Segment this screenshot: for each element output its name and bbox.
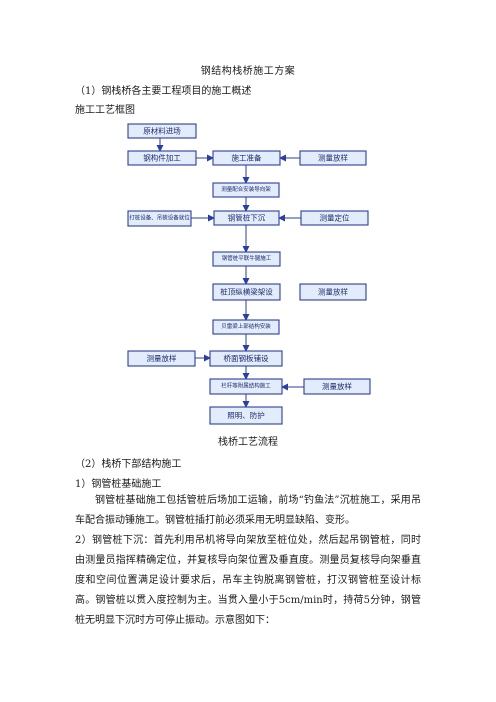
step-survey-stakeout-4: 测量放样 xyxy=(303,378,371,395)
svg-text:测量配合安装导向架: 测量配合安装导向架 xyxy=(221,185,271,193)
step-construction-prep: 施工准备 xyxy=(212,150,281,166)
step-guide-frame: 测量配合安装导向架 xyxy=(212,182,280,198)
step-lighting: 照明、防护 xyxy=(209,406,283,425)
flow-label: 施工工艺框图 xyxy=(75,105,135,116)
sub-heading-1: 1）钢管桩基础施工 xyxy=(75,479,162,490)
svg-text:测量放样: 测量放样 xyxy=(318,153,348,163)
svg-text:原材料进场: 原材料进场 xyxy=(143,126,181,136)
section-heading-1: （1）钢栈桥各主要工程项目的施工概述 xyxy=(75,86,252,97)
flow-caption: 栈桥工艺流程 xyxy=(218,437,278,448)
svg-text:测量放样: 测量放样 xyxy=(147,353,177,363)
step-deck-plate: 桥面钢板铺设 xyxy=(209,350,283,367)
svg-text:栏杆等附属结构施工: 栏杆等附属结构施工 xyxy=(221,382,271,390)
step-pile-equipment: 打桩设备、吊装设备就位 xyxy=(127,210,192,227)
step-survey-positioning: 测量定位 xyxy=(300,210,369,226)
svg-text:打桩设备、吊装设备就位: 打桩设备、吊装设备就位 xyxy=(129,214,190,222)
svg-text:测量定位: 测量定位 xyxy=(320,213,350,223)
svg-text:钢管桩平联牛腿施工: 钢管桩平联牛腿施工 xyxy=(222,254,272,262)
step-raw-material: 原材料进场 xyxy=(127,123,197,139)
paragraph-pile-foundation: 钢管桩基础施工包括管桩后场加工运输，前场“钓鱼法”沉桩施工，采用吊车配合振动锤施… xyxy=(75,495,421,526)
flow-arrows xyxy=(156,138,304,408)
step-survey-stakeout-2: 测量放样 xyxy=(299,283,367,301)
paragraph-pile-sinking: 2）钢管桩下沉：首先利用吊机将导向架放至桩位处，然后起吊钢管桩，同时由测量员指挥… xyxy=(75,535,421,626)
step-beam-install: 桩顶纵横梁架设 xyxy=(212,283,281,301)
construction-flowchart: 原材料进场 钢构件加工 施工准备 测量放样 测量配合安装导向架 打桩设备、吊装设… xyxy=(127,123,371,425)
svg-text:照明、防护: 照明、防护 xyxy=(227,410,265,420)
svg-text:桥面钢板铺设: 桥面钢板铺设 xyxy=(224,353,269,363)
svg-text:测量放样: 测量放样 xyxy=(322,381,352,391)
section-heading-2: （2）栈桥下部结构施工 xyxy=(75,459,182,470)
step-pile-sinking: 钢管桩下沉 xyxy=(213,210,280,226)
step-bailey-install: 贝雷梁上部结构安装 xyxy=(212,319,280,335)
svg-text:钢构件加工: 钢构件加工 xyxy=(143,153,181,163)
step-bracing: 钢管桩平联牛腿施工 xyxy=(212,251,281,267)
svg-text:桩顶纵横梁架设: 桩顶纵横梁架设 xyxy=(220,287,273,297)
step-steel-fabrication: 钢构件加工 xyxy=(127,150,197,166)
svg-text:测量放样: 测量放样 xyxy=(318,287,348,297)
svg-text:施工准备: 施工准备 xyxy=(232,153,262,163)
step-railing: 栏杆等附属结构施工 xyxy=(209,378,283,395)
step-survey-stakeout-1: 测量放样 xyxy=(299,150,367,166)
document-title: 钢结构栈桥施工方案 xyxy=(200,66,296,77)
step-survey-stakeout-3: 测量放样 xyxy=(127,350,196,367)
svg-text:钢管桩下沉: 钢管桩下沉 xyxy=(228,213,266,223)
svg-text:贝雷梁上部结构安装: 贝雷梁上部结构安装 xyxy=(221,322,271,330)
